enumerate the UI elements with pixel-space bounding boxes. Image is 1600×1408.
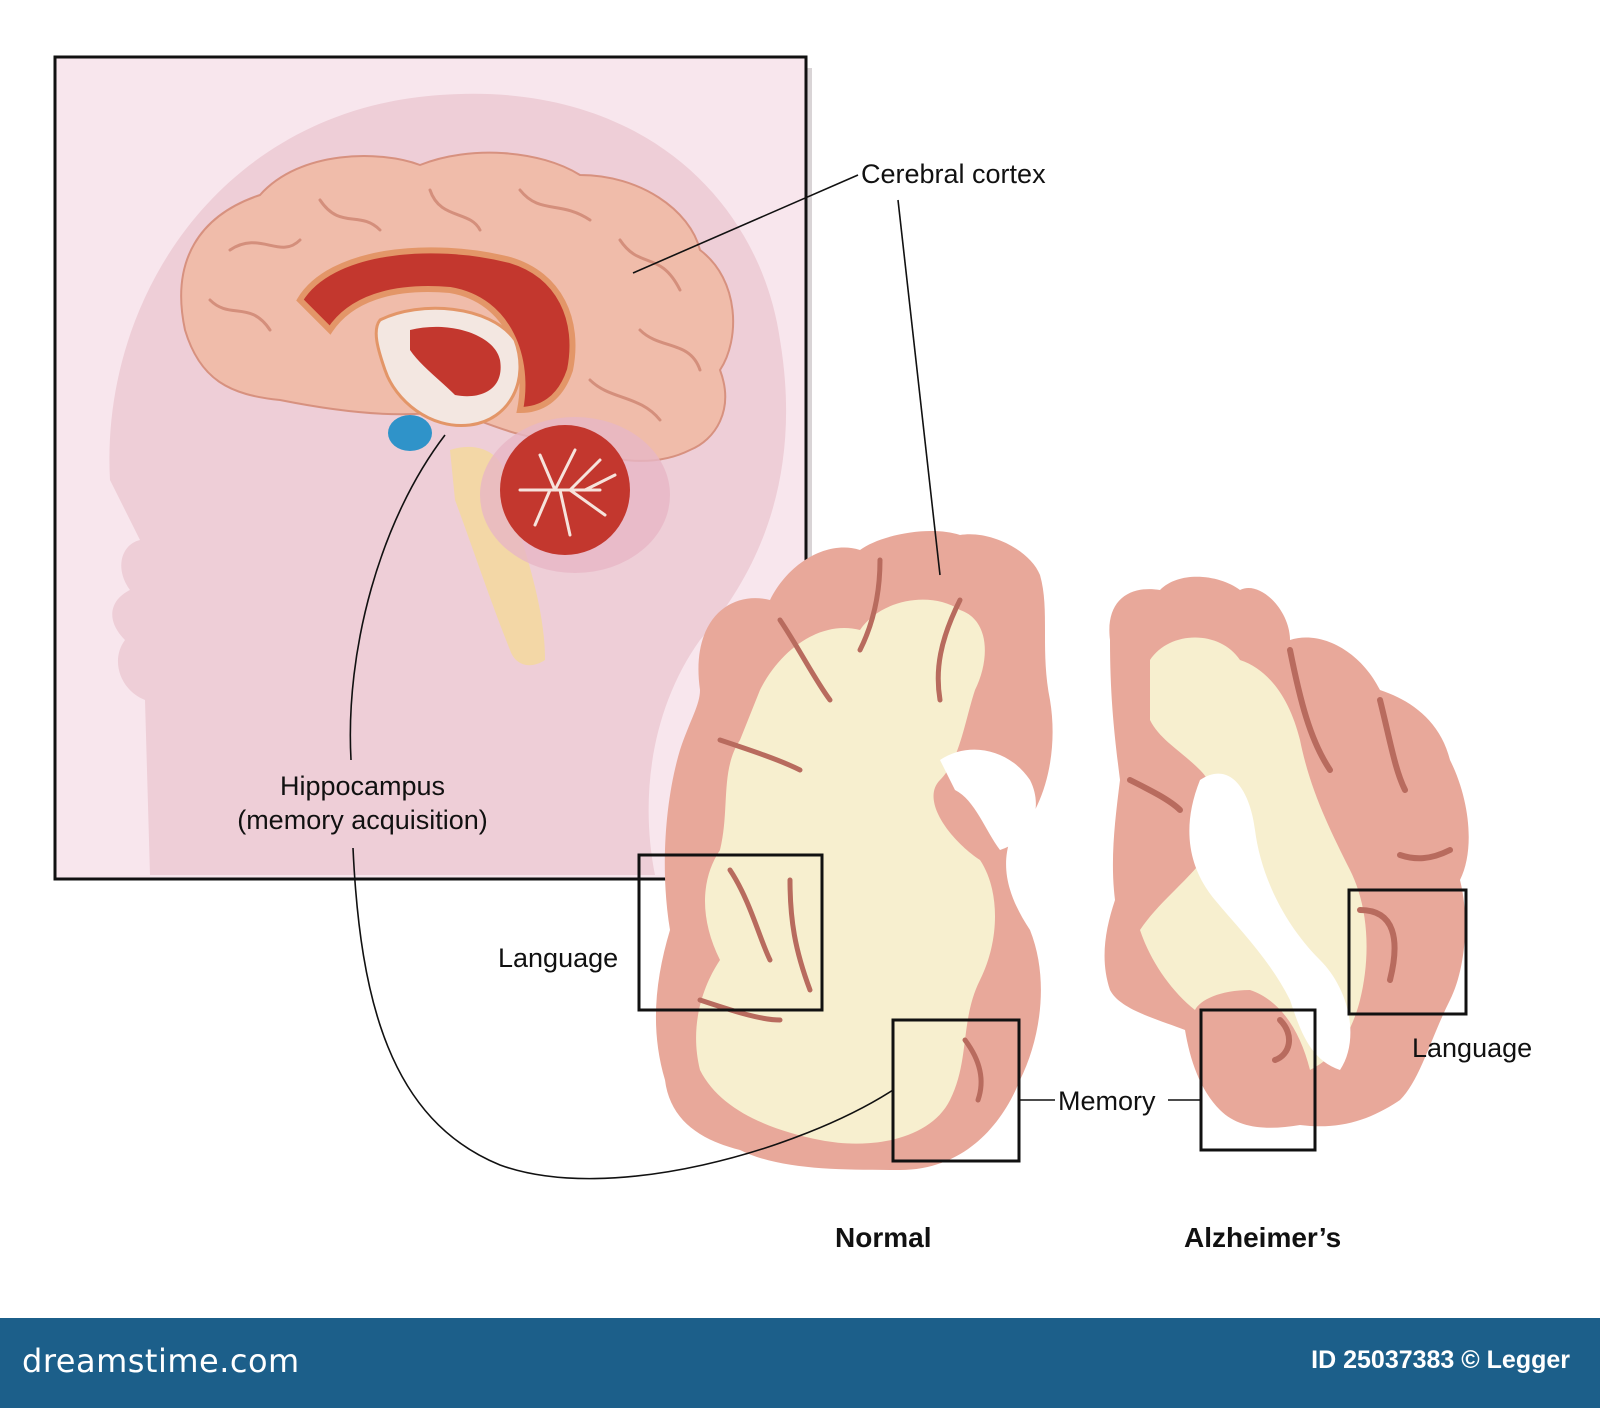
- hippocampus-leader-up: [349, 434, 446, 761]
- footer-brand[interactable]: dreamstime.com: [22, 1342, 300, 1380]
- cortex-leader-inset: [632, 174, 859, 274]
- alzheimers-ventricle: [1189, 773, 1351, 1070]
- normal-sulci: [697, 557, 984, 1103]
- leader-lines: [349, 174, 1201, 1180]
- footer-bar: dreamstime.com ID 25037383 © Legger: [0, 1318, 1600, 1408]
- alzheimers-sulci: [1127, 647, 1453, 1063]
- brainstem: [450, 446, 545, 666]
- normal-caption: Normal: [835, 1222, 932, 1253]
- inner-ventricle: [410, 326, 501, 397]
- cerebral-cortex-label: Cerebral cortex: [861, 159, 1046, 189]
- normal-ventricle: [940, 749, 1036, 850]
- hypothalamus-blue: [388, 415, 432, 451]
- alzheimers-brain-section: [1104, 576, 1469, 1128]
- language-box-alzheimers: [1347, 888, 1468, 1016]
- hippocampus-leader-down: [352, 847, 894, 1180]
- memory-box-alzheimers: [1199, 1008, 1317, 1152]
- alzheimers-caption: Alzheimer’s: [1184, 1222, 1342, 1253]
- arbor-vitae: [518, 448, 617, 537]
- gyri-lines: [208, 188, 702, 422]
- sagittal-brain-inset: [53, 55, 812, 881]
- normal-brain-section: [655, 530, 1053, 1170]
- language-label-normal: Language: [498, 943, 619, 973]
- language-label-alzheimers: Language: [1412, 1033, 1533, 1063]
- cortex-leader-section: [897, 199, 941, 576]
- hippocampus-label-line2: (memory acquisition): [237, 804, 488, 835]
- hippocampus-label: Hippocampus (memory acquisition): [220, 770, 505, 838]
- footer-credit: ID 25037383 © Legger: [1311, 1346, 1570, 1374]
- corpus-callosum: [296, 247, 576, 414]
- normal-white-matter: [696, 599, 995, 1144]
- hippocampus-label-line1: Hippocampus: [279, 771, 446, 801]
- language-box-normal: [637, 853, 824, 1012]
- memory-label: Memory: [1058, 1086, 1156, 1116]
